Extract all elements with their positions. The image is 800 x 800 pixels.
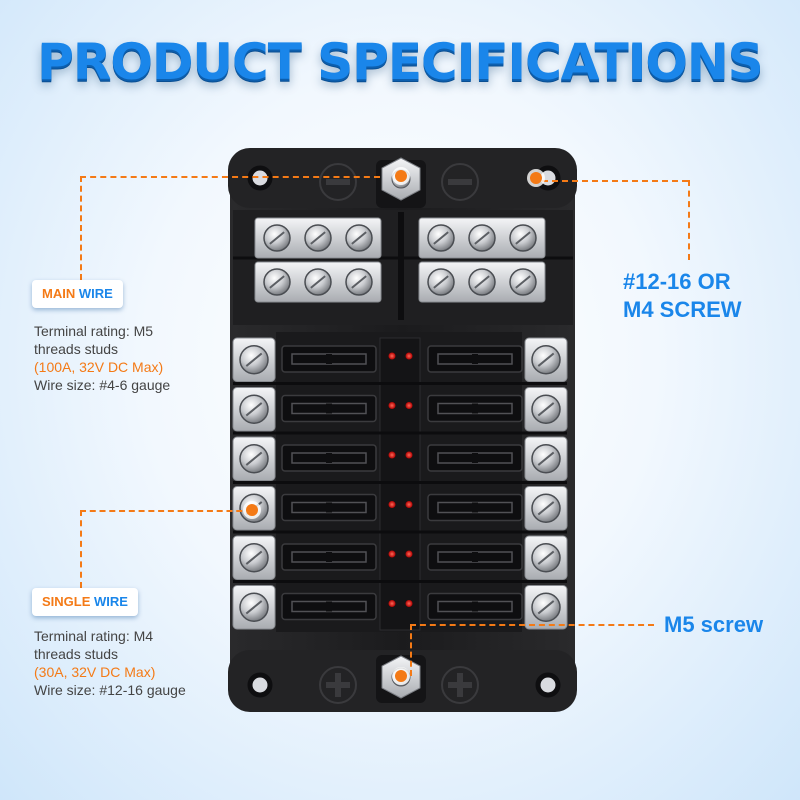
screw [427,268,455,296]
mount-hole [247,672,273,698]
screw [531,394,561,424]
minus-sign-icon [441,163,479,201]
indicator-led [405,402,413,409]
indicator-led [388,402,396,409]
fuse-row [232,535,568,583]
main-wire-spec: Terminal rating: M5 threads studs (100A,… [34,322,170,394]
fuse-row [232,486,568,534]
indicator-led [405,451,413,459]
fuse-row [232,387,568,435]
screw [304,268,332,296]
screw [427,224,455,252]
main-wire-leader-vertical [80,176,82,280]
screw [304,224,332,252]
plus-sign-icon [441,666,479,704]
screw-callout: #12-16 OR M4 SCREW [623,268,742,324]
m5-target-dot [395,670,407,682]
main-wire-target-dot [395,170,407,182]
screw-target-dot [530,172,542,184]
minus-sign-icon [319,163,357,201]
indicator-led [405,600,413,607]
indicator-led [388,600,396,607]
single-wire-rating-highlight: (30A, 32V DC Max) [34,664,156,680]
page-title: PRODUCT SPECIFICATIONS [37,33,763,91]
plus-sign-icon [319,666,357,704]
main-wire-leader-horizontal [80,176,380,178]
mount-hole [247,165,273,191]
m5-callout: M5 screw [664,612,764,637]
screw [531,592,561,622]
indicator-led [388,451,396,459]
indicator-led [388,352,396,360]
screw [239,543,269,573]
main-wire-rating: Terminal rating: M5 [34,323,154,339]
main-stud-top [376,157,426,208]
main-wire-rating-line2: threads studs [34,341,119,357]
screw [531,345,561,375]
indicator-led [388,550,396,558]
screw [239,345,269,375]
screw [345,224,373,252]
single-wire-spec: Terminal rating: M4 threads studs (30A, … [34,627,186,699]
single-wire-badge-secondary: WIRE [94,594,128,609]
screw [263,268,291,296]
screw [509,224,537,252]
screw [263,224,291,252]
screw [531,543,561,573]
screw [239,394,269,424]
screw-leader-vertical [688,180,690,260]
screw [531,444,561,474]
screw [531,493,561,523]
indicator-led [405,352,413,360]
single-wire-badge-primary: SINGLE [42,594,91,609]
screw-leader-horizontal [542,180,688,182]
m5-leader-horizontal [410,624,654,626]
indicator-led [405,550,413,558]
main-wire-badge: MAIN WIRE [32,280,123,308]
screw [239,592,269,622]
single-wire-target-dot [246,504,258,516]
single-wire-badge: SINGLE WIRE [32,588,138,616]
single-wire-rating: Terminal rating: M4 [34,628,154,644]
indicator-led [405,501,413,508]
single-wire-leader-horizontal [80,510,252,512]
screw [345,268,373,296]
screw [468,224,496,252]
main-wire-badge-primary: MAIN [42,286,76,301]
single-wire-rating-line2: threads studs [34,646,119,662]
screw [239,444,269,474]
fuse-row [232,585,568,630]
screw-callout-line2: M4 SCREW [623,297,742,322]
main-wire-rating-highlight: (100A, 32V DC Max) [34,359,164,375]
screw-callout-line1: #12-16 OR [623,269,731,294]
indicator-led [388,501,396,508]
single-wire-leader-vertical [80,510,82,588]
mount-hole [535,672,561,698]
main-wire-size: Wire size: #4-6 gauge [34,377,171,393]
fuse-row [232,337,568,385]
main-wire-badge-secondary: WIRE [78,286,113,301]
fuse-row [232,436,568,484]
single-wire-size: Wire size: #12-16 gauge [34,682,186,698]
m5-leader-vertical [410,624,412,676]
screw [468,268,496,296]
screw [509,268,537,296]
